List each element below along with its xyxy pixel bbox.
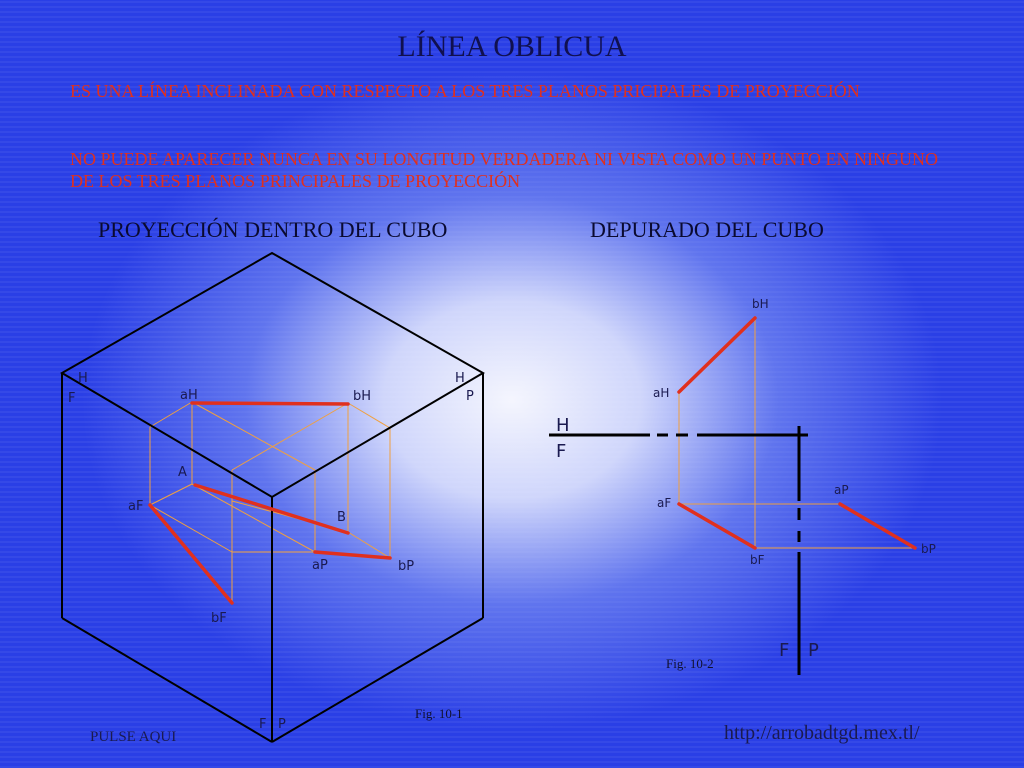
page-title: LÍNEA OBLICUA <box>397 30 627 63</box>
pulse-aqui-link[interactable]: PULSE AQUI <box>90 729 177 745</box>
right-panel-heading: DEPURADO DEL CUBO <box>590 217 824 242</box>
depurado-oblique-lines <box>677 316 917 550</box>
label-bP: bP <box>398 559 414 574</box>
line-aP-bP-view <box>838 502 917 550</box>
left-panel-heading: PROYECCIÓN DENTRO DEL CUBO <box>98 217 448 242</box>
figure-caption-right: Fig. 10-2 <box>666 656 714 671</box>
label-bF: bF <box>211 611 227 626</box>
label-h-left: H <box>78 371 88 386</box>
label-f-bottom: F <box>259 717 266 732</box>
label-B: B <box>337 510 346 525</box>
label-aP-view: aP <box>834 483 849 497</box>
cube-construction-lines <box>149 401 391 603</box>
line-aH-bH-view <box>677 316 757 394</box>
label-bH-view: bH <box>752 297 769 311</box>
label-A: A <box>178 465 187 480</box>
label-h-right: H <box>455 371 465 386</box>
depurado-axes <box>549 426 808 675</box>
label-bH: bH <box>353 389 371 404</box>
label-H-axis: H <box>556 415 570 436</box>
line-A-B <box>193 483 350 535</box>
label-bF-view: bF <box>750 553 765 567</box>
line-aF-bF <box>148 503 234 605</box>
depurado-figure: bH aH H F aP aF bP bF F P <box>549 297 936 675</box>
definition-paragraph: ES UNA LÍNEA INCLINADA CON RESPECTO A LO… <box>70 81 860 101</box>
label-aF-view: aF <box>657 496 671 510</box>
line-aP-bP <box>313 550 392 560</box>
depurado-construction-lines <box>678 318 915 549</box>
cube-edges <box>60 251 485 743</box>
label-F-axis: F <box>556 441 566 462</box>
site-url-link[interactable]: http://arrobadtgd.mex.tl/ <box>724 722 920 744</box>
label-F-vertical-axis: F <box>779 640 789 661</box>
label-P-vertical-axis: P <box>808 640 819 661</box>
property-paragraph: NO PUEDE APARECER NUNCA EN SU LONGITUD V… <box>70 149 938 191</box>
label-p-bottom: P <box>278 717 286 732</box>
label-aH: aH <box>180 388 198 403</box>
line-aF-bF-view <box>677 502 757 550</box>
label-aF: aF <box>128 499 143 514</box>
figure-caption-left: Fig. 10-1 <box>415 706 463 721</box>
label-f-left: F <box>68 391 75 406</box>
label-aH-view: aH <box>653 386 669 400</box>
label-aP: aP <box>312 558 328 573</box>
label-p-right: P <box>466 389 474 404</box>
cube-figure: H F H P aH bH A aF B aP bP bF F P <box>60 251 485 743</box>
label-bP-view: bP <box>921 542 936 556</box>
cube-oblique-lines <box>148 401 392 605</box>
line-aH-bH <box>190 401 350 406</box>
